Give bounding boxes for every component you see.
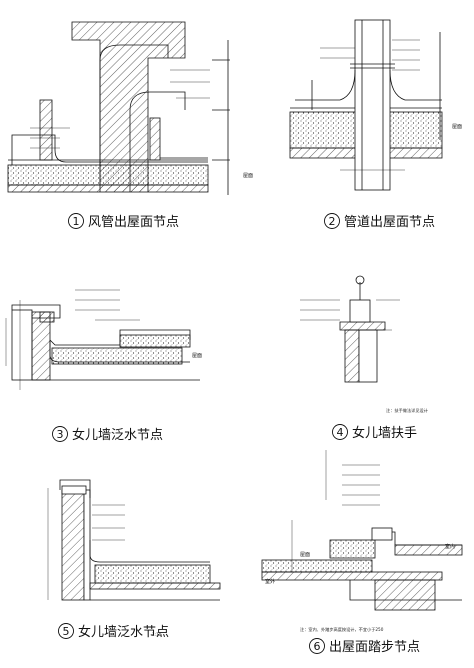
caption-3-number: 3: [57, 428, 64, 441]
caption-2: 2 管道出屋面节点: [324, 213, 435, 230]
detail-3-roof-label: 屋面: [192, 353, 202, 359]
detail-6-outdoor-label: 室外: [265, 578, 275, 585]
caption-4-title: 女儿墙扶手: [352, 425, 417, 441]
detail-1-drawing: [7, 21, 230, 195]
caption-4: 4 女儿墙扶手: [332, 424, 417, 441]
caption-2-title: 管道出屋面节点: [344, 215, 435, 230]
caption-1: 1 风管出屋面节点: [68, 213, 179, 230]
detail-6-drawing: [261, 450, 463, 611]
caption-6-number: 6: [314, 640, 321, 653]
detail-2-drawing: [289, 19, 443, 191]
detail-6-roof-label: 屋面: [300, 552, 310, 558]
detail-4-drawing: [300, 275, 400, 383]
caption-1-number: 1: [73, 215, 80, 228]
caption-2-circle: [324, 213, 340, 229]
detail-2-roof-label: 屋面: [452, 124, 462, 130]
caption-1-title: 风管出屋面节点: [88, 215, 179, 230]
caption-5-circle: [58, 623, 74, 639]
detail-3-drawing: [5, 289, 200, 390]
caption-3: 3 女儿墙泛水节点: [52, 426, 163, 443]
caption-2-number: 2: [329, 215, 336, 228]
caption-6-title: 出屋面踏步节点: [329, 640, 420, 655]
detail-6-note: 注：室内、外踏步高度按设计，不宜小于250: [300, 626, 384, 633]
caption-1-circle: [68, 213, 84, 229]
detail-5-scale: 1:10: [152, 632, 162, 637]
caption-4-number: 4: [337, 426, 344, 439]
caption-3-title: 女儿墙泛水节点: [72, 427, 163, 443]
caption-6: 6 出屋面踏步节点: [309, 638, 420, 655]
caption-5: 5 女儿墙泛水节点: [58, 623, 169, 640]
caption-3-circle: [52, 426, 68, 442]
caption-6-circle: [309, 638, 325, 654]
caption-5-number: 5: [63, 625, 70, 638]
detail-4-note: 注：扶手做法详见设计: [386, 407, 428, 414]
detail-6-indoor-label: 室内: [445, 543, 455, 550]
caption-4-circle: [332, 424, 348, 440]
detail-1-roof-label: 屋面: [243, 173, 253, 179]
caption-5-title: 女儿墙泛水节点: [78, 624, 169, 640]
detail-5-drawing: [47, 479, 221, 601]
